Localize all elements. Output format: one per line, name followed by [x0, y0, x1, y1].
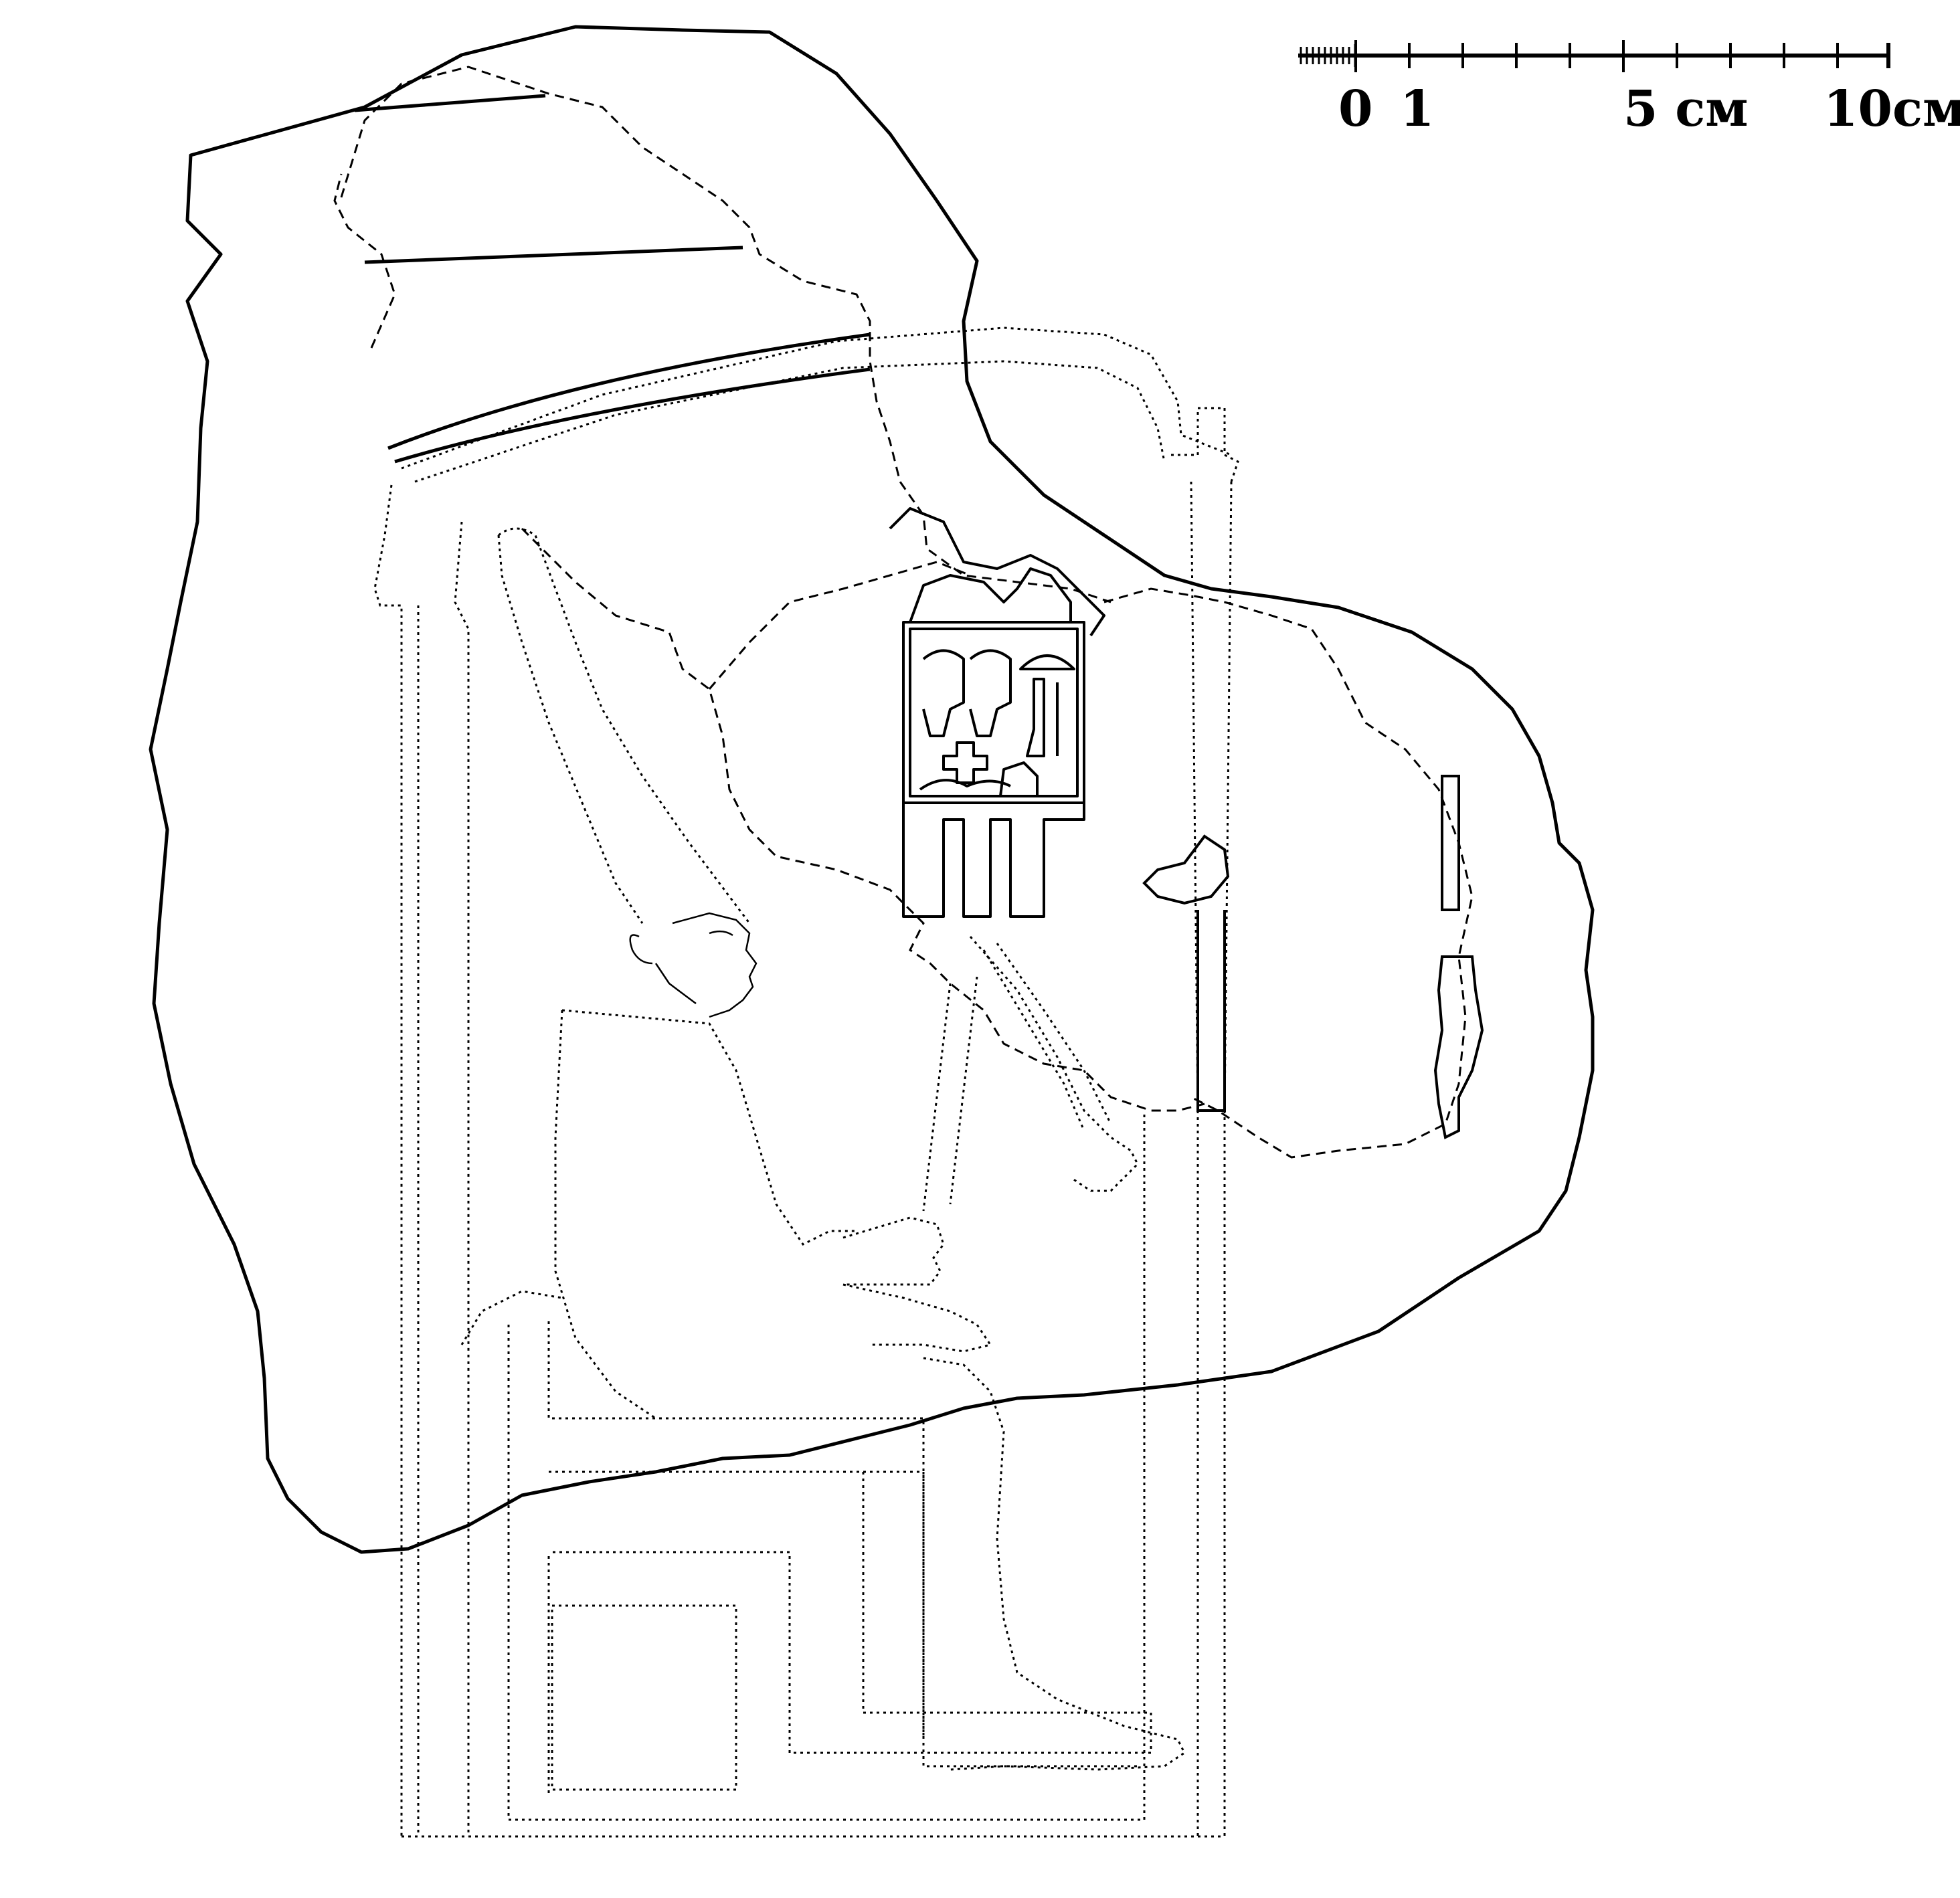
white-crown-back — [497, 535, 644, 924]
neck — [654, 963, 697, 1004]
was-sceptre-right — [949, 976, 978, 1205]
ear — [629, 934, 653, 965]
crown — [354, 94, 871, 464]
eye — [709, 930, 733, 937]
seat-glyph — [999, 761, 1071, 797]
crown-top-band — [354, 94, 546, 112]
left-column-inner-2 — [454, 521, 470, 1836]
throne — [507, 1111, 1152, 1821]
figure-glyph — [1026, 678, 1045, 757]
hand-fragment — [1142, 834, 1230, 905]
canopy-roof-inner — [414, 360, 1166, 483]
seated-figure — [460, 527, 1186, 1771]
cartouche-frame — [902, 621, 1085, 804]
leg-front — [863, 1470, 925, 1739]
face-profile — [672, 912, 758, 1018]
crown-lower-band — [387, 333, 871, 450]
robe-left — [554, 1010, 656, 1420]
ankh-top — [1171, 407, 1239, 482]
hieroglyph-panel — [889, 507, 1105, 918]
figure-face — [629, 912, 758, 1018]
figure-break-line — [521, 527, 1205, 1112]
right-column — [1190, 481, 1199, 1836]
scale-bar: 0 1 5 см 10см — [1298, 40, 1960, 138]
crown-lower-band-2 — [394, 367, 871, 464]
ankh-glyph — [942, 741, 988, 784]
offering-staff — [1441, 775, 1460, 911]
robe — [561, 1009, 857, 1246]
right-column-inner — [1223, 481, 1233, 1836]
offering-elements — [1142, 775, 1484, 1139]
scale-label-0: 0 — [1338, 80, 1373, 138]
shrine — [373, 326, 1239, 1838]
scale-label-1: 1 — [1400, 80, 1435, 138]
throne-seat — [549, 1470, 1152, 1754]
cartouche-legs — [902, 803, 1085, 918]
lap — [460, 1290, 563, 1345]
throne-back-inner — [547, 1321, 1138, 1768]
canopy-roof — [401, 326, 1232, 470]
offering-vessel — [1433, 955, 1484, 1139]
scale-label-5cm: 5 см — [1623, 80, 1749, 138]
inner-break-line — [708, 561, 971, 690]
upper-break-line — [333, 173, 396, 349]
crown-glyph — [909, 567, 1072, 623]
headdress-break-line — [340, 66, 1111, 603]
scale-label-10cm: 10см — [1823, 80, 1960, 138]
water-glyph — [919, 779, 1011, 791]
bird-glyph-2 — [969, 649, 1012, 737]
upper-hand — [842, 1216, 945, 1286]
right-column-solid — [1196, 910, 1226, 1112]
crown-mid-band — [364, 246, 743, 264]
crown-glyph-top — [889, 507, 1105, 637]
left-column — [373, 484, 403, 1836]
fragment-outline — [149, 25, 1595, 1554]
scale-bar-cm-ticks — [1354, 40, 1839, 72]
throne-panel — [551, 1604, 737, 1791]
throne-back — [507, 1111, 1146, 1821]
was-sceptre-left — [922, 983, 952, 1212]
flail — [969, 936, 1139, 1192]
cartouche-inner — [909, 628, 1079, 797]
white-crown — [498, 527, 751, 924]
bird-glyph-1 — [922, 649, 965, 737]
flail-strands — [982, 943, 1112, 1131]
lower-hand — [842, 1283, 992, 1353]
right-break-line — [1103, 587, 1474, 1159]
sun-disc-glyph — [1019, 654, 1075, 670]
break-lines — [333, 66, 1474, 1159]
shin — [923, 1357, 1186, 1771]
